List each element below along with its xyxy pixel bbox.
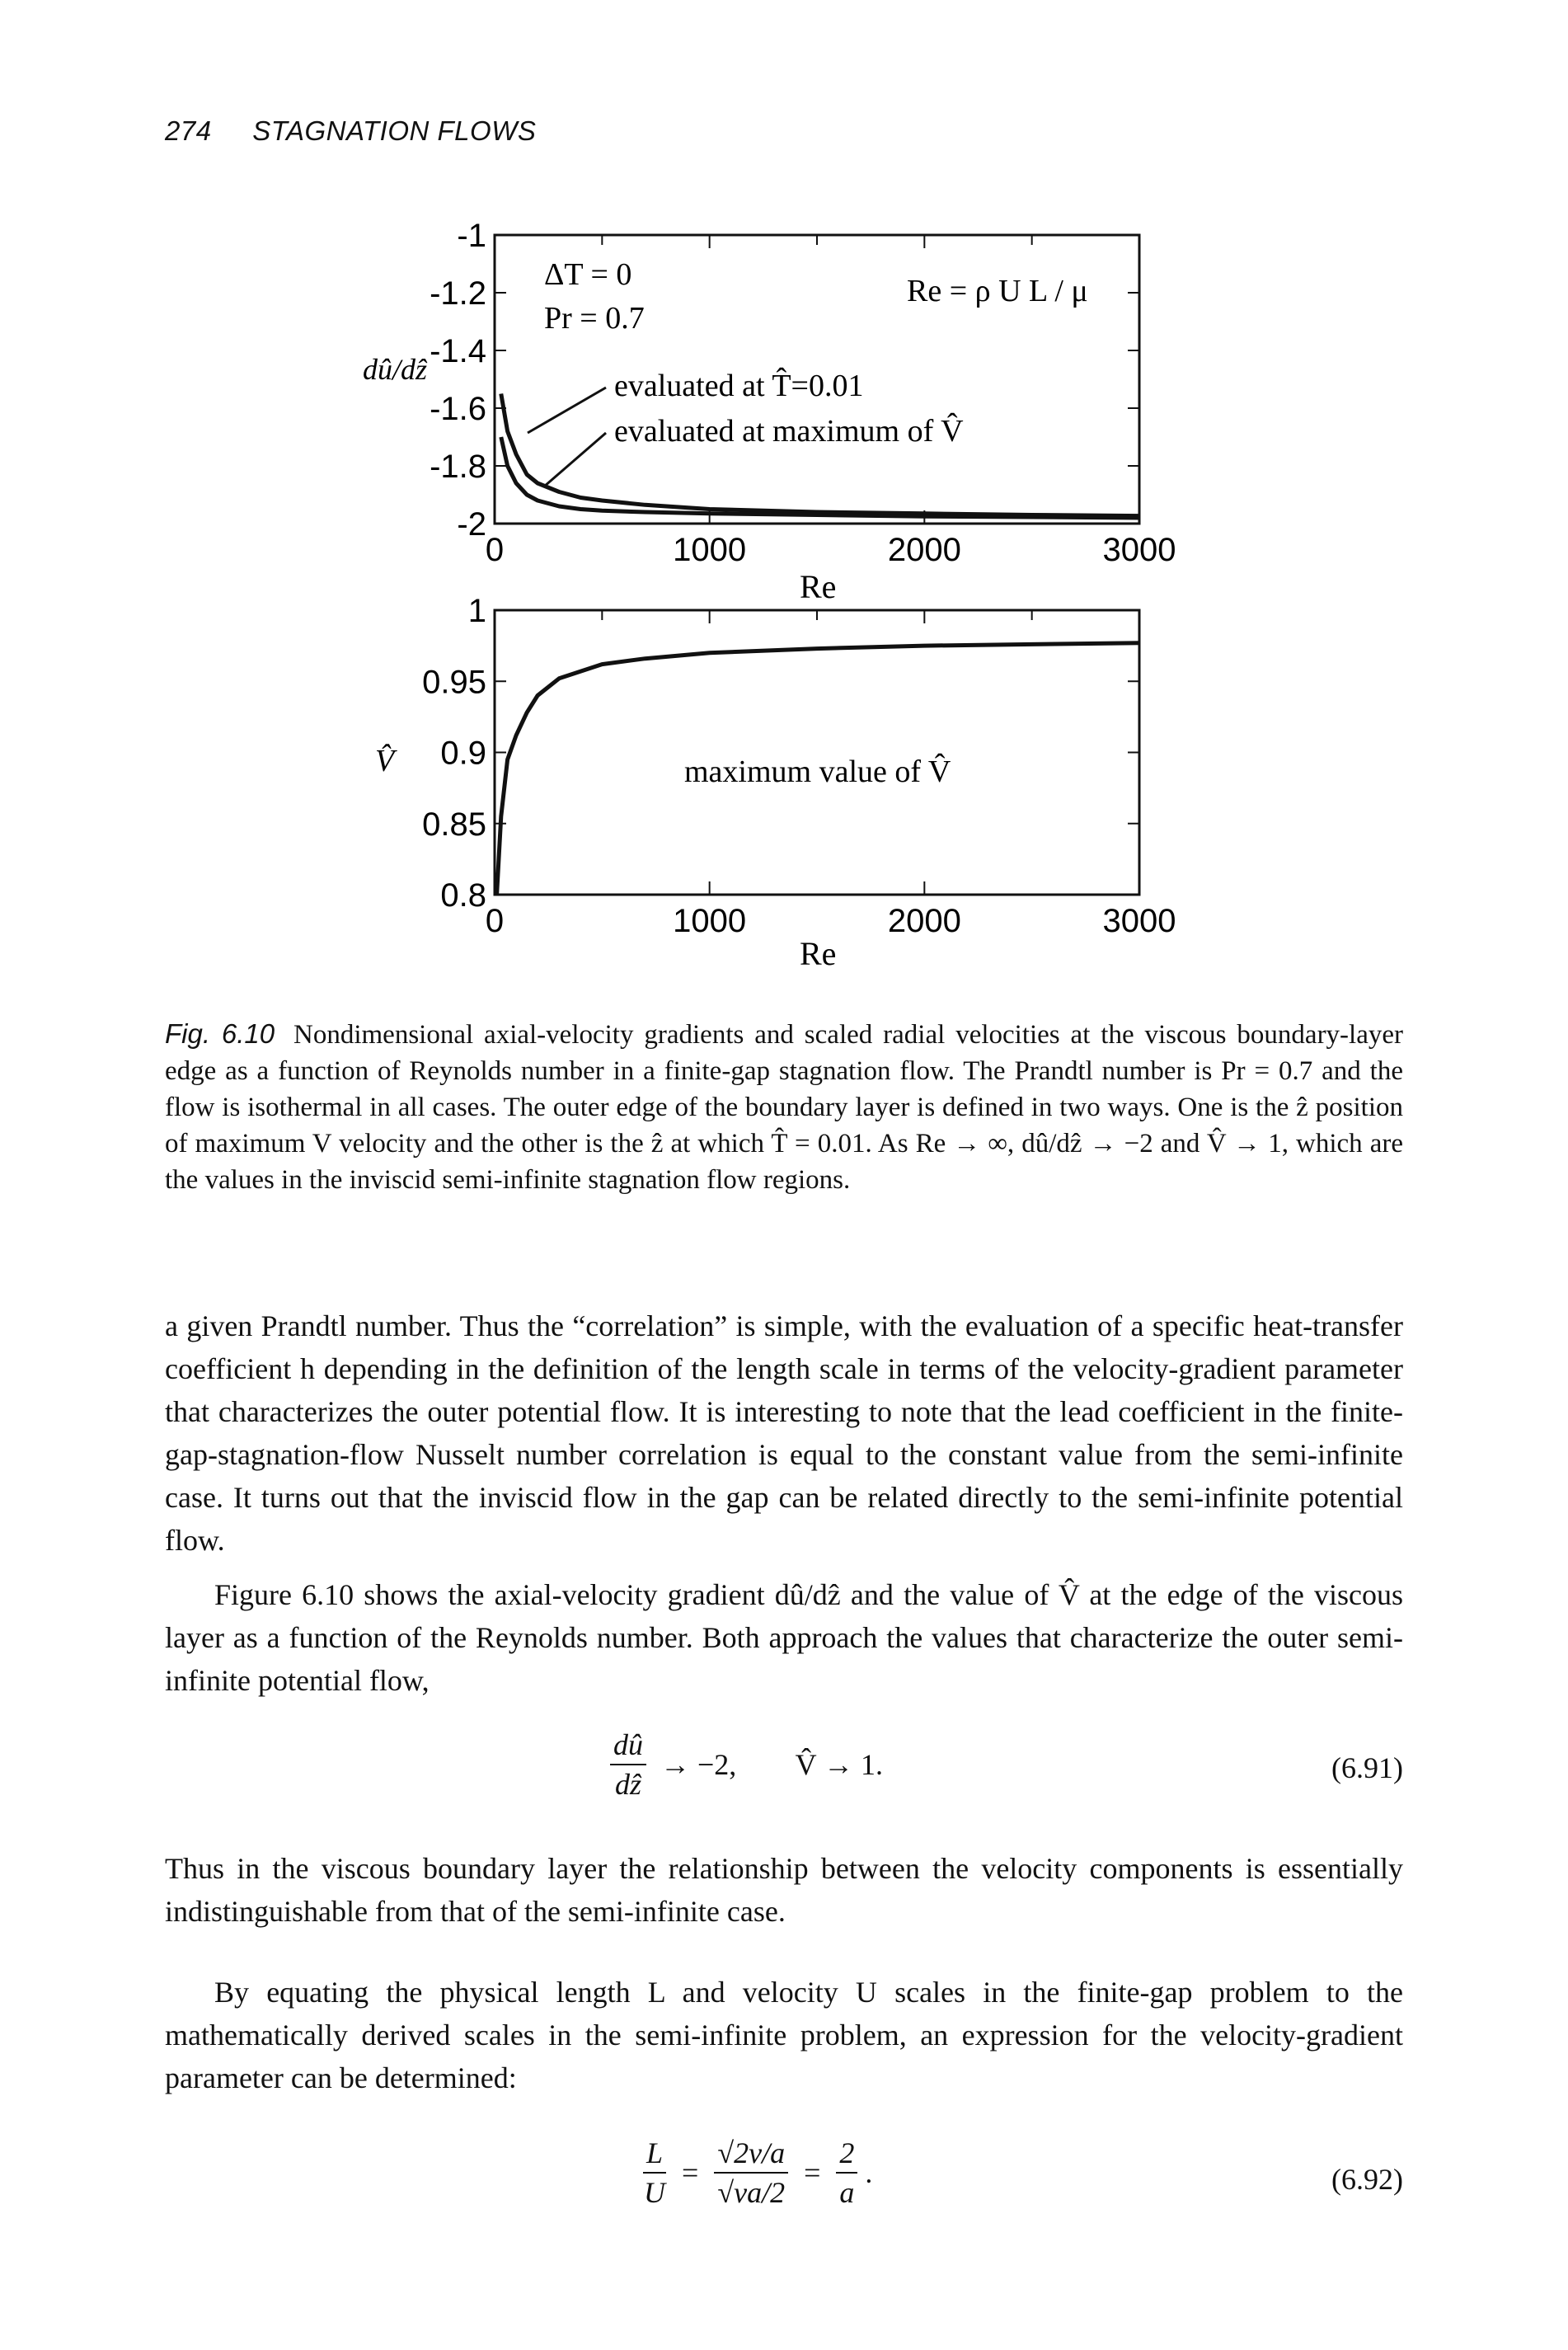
x-tick-label: 2000 — [888, 903, 961, 939]
eq692-period: . — [865, 2156, 873, 2189]
y-tick-label: 0.95 — [422, 664, 486, 700]
chart-top-annot-pr: Pr = 0.7 — [544, 301, 645, 336]
x-tick-label: 2000 — [888, 532, 961, 568]
chart-top-xlabel: Re — [800, 568, 836, 605]
x-tick-label: 0 — [486, 532, 504, 568]
eq692-lhs-num: L — [643, 2136, 667, 2174]
x-tick-label: 1000 — [673, 903, 746, 939]
paragraph-1: a given Prandtl number. Thus the “correl… — [165, 1309, 1403, 1557]
eq691-number: (6.91) — [1331, 1751, 1403, 1784]
equation-6-91: dû dẑ → −2, V̂ → 1. (6.91) — [165, 1727, 1403, 1810]
eq692-mid-num: √2ν/a — [714, 2136, 789, 2174]
eq692-equals-1: = — [682, 2156, 699, 2189]
paragraph-2: Figure 6.10 shows the axial-velocity gra… — [165, 1578, 1403, 1697]
y-tick-label: -2 — [457, 506, 486, 543]
chart-top-annot-dt: ΔT = 0 — [544, 257, 631, 292]
chart-bottom-ticks: 0 1000 2000 3000 1 0.95 0.9 0.85 0.8 — [422, 593, 1176, 939]
x-tick-label: 3000 — [1103, 532, 1176, 568]
chart-top-label-b: evaluated at maximum of V̂ — [614, 413, 964, 449]
chart-bottom-ylabel: V̂ — [375, 744, 397, 778]
chart-bottom-frame — [493, 609, 1141, 896]
eq691-fraction: dû dẑ — [610, 1727, 646, 1802]
eq692-number: (6.92) — [1331, 2163, 1403, 2196]
chart-bottom-lines — [495, 641, 1140, 895]
running-title: STAGNATION FLOWS — [252, 115, 537, 146]
chart-bottom-label: maximum value of V̂ — [684, 754, 951, 789]
eq692-rhs-num: 2 — [836, 2136, 858, 2174]
chart-top-ylabel: dû/dẑ — [363, 353, 428, 386]
chart-bottom-xlabel: Re — [800, 935, 836, 972]
y-tick-label: 0.8 — [440, 877, 486, 914]
x-tick-label: 3000 — [1103, 903, 1176, 939]
eq692-lhs-den: U — [644, 2176, 666, 2209]
y-tick-label: 0.9 — [440, 736, 486, 772]
eq692-lhs: L U — [643, 2136, 667, 2210]
eq691-num: dû — [610, 1727, 646, 1765]
y-tick-label: 1 — [468, 593, 486, 629]
y-tick-label: 0.85 — [422, 806, 486, 843]
caption-label: Fig. 6.10 — [165, 1018, 275, 1049]
chart-top-ticks: 0 1000 2000 3000 -1 -1.2 -1.4 -1.6 -1.8 -2 — [430, 218, 1176, 568]
chart-bottom: 0 1000 2000 3000 1 0.95 0.9 0.85 0.8 V̂ Re maxim… — [375, 593, 1176, 972]
eq692-equals-2: = — [804, 2156, 821, 2189]
y-tick-label: -1.4 — [430, 333, 486, 369]
series-line-1 — [499, 393, 1140, 519]
chart-top-annot-re: Re = ρ U L / μ — [907, 274, 1088, 308]
series-line-1 — [495, 641, 1140, 895]
equation-6-92: L U = √2ν/a √νa/2 = 2 a . (6.92) — [165, 2136, 1403, 2226]
page-number: 274 — [165, 115, 212, 146]
running-header: 274 STAGNATION FLOWS — [165, 115, 536, 147]
eq692-rhs: 2 a — [836, 2136, 858, 2210]
y-tick-label: -1.6 — [430, 391, 486, 427]
paragraph-3: Thus in the viscous boundary layer the r… — [165, 1852, 1403, 1928]
eq691-rest: → −2, V̂ → 1. — [660, 1748, 883, 1781]
chart-top-leader-b — [543, 431, 607, 488]
y-tick-label: -1.2 — [430, 275, 486, 312]
x-tick-label: 1000 — [673, 532, 746, 568]
y-tick-label: -1 — [457, 218, 486, 254]
x-tick-label: 0 — [486, 903, 504, 939]
y-tick-label: -1.8 — [430, 449, 486, 485]
caption-text: Nondimensional axial-velocity gradients … — [165, 1020, 1403, 1195]
eq691-den: dẑ — [614, 1768, 641, 1801]
chart-top-label-a: evaluated at T̂=0.01 — [614, 368, 863, 403]
figure-caption: Fig. 6.10 Nondimensional axial-velocity … — [165, 1016, 1403, 1198]
chart-top-lines — [499, 393, 1140, 520]
eq692-mid-den: √νa/2 — [717, 2176, 786, 2209]
eq692-mid: √2ν/a √νa/2 — [714, 2136, 789, 2210]
chart-top-leader-a — [527, 386, 607, 435]
paragraph-4: By equating the physical length L and ve… — [165, 1976, 1403, 2094]
series-line-2 — [499, 436, 1140, 520]
eq692-rhs-den: a — [839, 2176, 855, 2209]
